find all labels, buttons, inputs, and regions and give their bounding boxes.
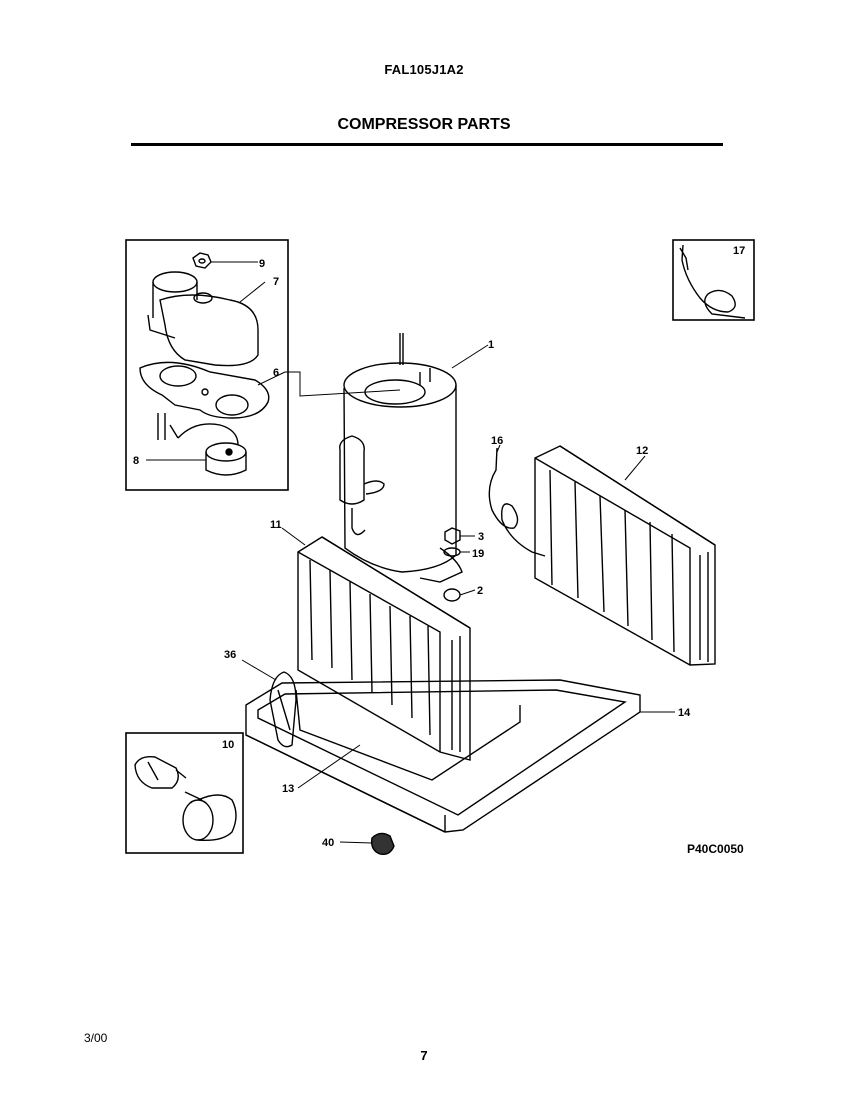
label-baffle: 13 (282, 783, 294, 795)
leader-lines (146, 261, 675, 844)
title-divider (131, 143, 723, 146)
label-capillary-tube: 16 (491, 435, 503, 447)
label-tube-clip: 36 (224, 649, 236, 661)
nut-shape (444, 527, 461, 545)
evaporator-coil-shape (534, 445, 716, 666)
inset-terminal-box (125, 239, 289, 491)
diagram-reference-code: P40C0050 (687, 842, 744, 856)
thermistor-shape (681, 244, 746, 319)
page-title: COMPRESSOR PARTS (337, 116, 511, 133)
model-number: FAL105J1A2 (384, 62, 464, 77)
label-base-pan: 14 (678, 707, 691, 719)
label-compressor: 1 (488, 339, 494, 351)
label-overload: 8 (133, 455, 139, 467)
revision-date: 3/00 (84, 1031, 108, 1045)
capacitor-shape (134, 755, 237, 842)
terminal-cover-shape (147, 271, 259, 367)
label-drain-plug: 40 (322, 837, 334, 849)
overload-shape (157, 413, 247, 476)
drain-plug-shape (370, 832, 395, 856)
inset-capacitor-box (125, 732, 244, 854)
inset-thermistor-box (672, 239, 755, 321)
label-evaporator-coil: 12 (636, 445, 648, 457)
label-grommet: 2 (477, 585, 483, 597)
label-washer: 19 (472, 548, 484, 560)
label-capacitor: 10 (222, 739, 234, 751)
label-terminal-nut: 9 (259, 258, 265, 270)
label-gasket: 6 (273, 367, 279, 379)
condenser-coil-shape (297, 536, 471, 761)
terminal-nut-shape (192, 252, 212, 269)
capillary-tube-shape (488, 447, 546, 557)
base-pan-shape (245, 679, 641, 833)
label-nut: 3 (478, 531, 484, 543)
page-number: 7 (420, 1048, 428, 1063)
grommet-shape (443, 588, 461, 602)
label-terminal-cover: 7 (273, 276, 279, 288)
label-thermistor: 17 (733, 245, 745, 257)
label-condenser-coil: 11 (270, 519, 282, 531)
compressor-shape (339, 333, 463, 583)
gasket-shape (139, 361, 270, 419)
